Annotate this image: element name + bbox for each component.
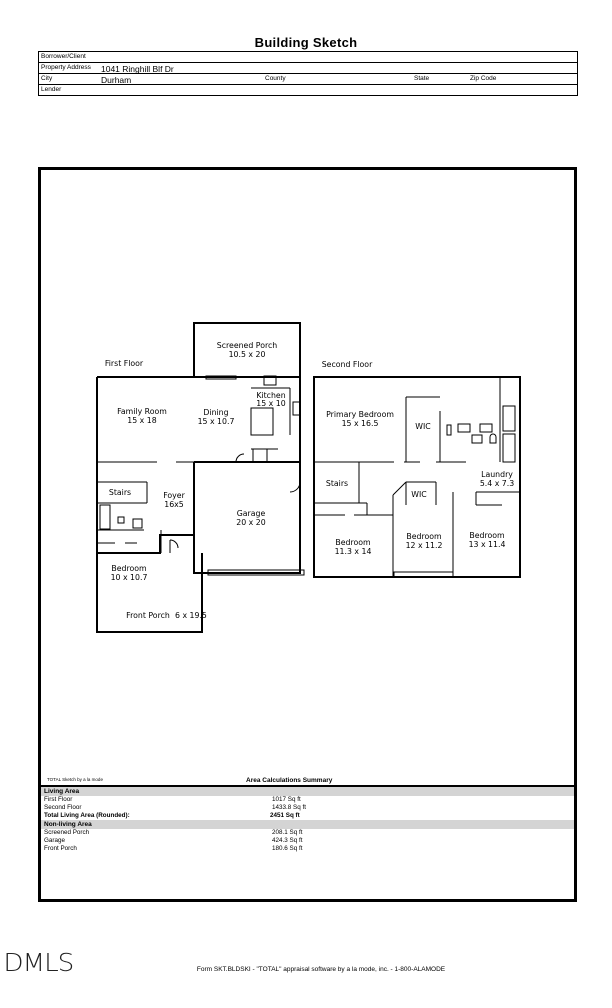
area-summary: Living Area First Floor 1017 Sq ft Second… xyxy=(41,787,574,853)
room-dims: 10 x 10.7 xyxy=(111,573,148,582)
total-value: 2451 Sq ft xyxy=(270,812,300,819)
area-row: Screened Porch 208.1 Sq ft xyxy=(41,829,574,837)
area-row: Second Floor 1433.8 Sq ft xyxy=(41,804,574,812)
zip-label: Zip Code xyxy=(470,75,497,82)
address-row: Property Address 1041 Ringhill Blf Dr xyxy=(39,63,577,74)
room-garage: Garage xyxy=(237,509,266,518)
document-title: Building Sketch xyxy=(254,35,358,50)
room-wic-1: WIC xyxy=(415,422,431,431)
form-footer: Form SKT.BLDSKI - "TOTAL" appraisal soft… xyxy=(196,966,446,973)
area-value: 208.1 Sq ft xyxy=(272,829,303,836)
state-label: State xyxy=(414,75,430,82)
borrower-label: Borrower/Client xyxy=(41,53,86,60)
lender-row: Lender xyxy=(39,85,577,95)
room-stairs-1: Stairs xyxy=(109,488,131,497)
area-label: First Floor xyxy=(44,796,73,803)
room-bedroom-1: Bedroom xyxy=(111,564,146,573)
room-dims: 15 x 16.5 xyxy=(342,419,379,428)
room-bedroom-2: Bedroom xyxy=(335,538,370,547)
room-dims: 10.5 x 20 xyxy=(229,350,266,359)
area-summary-header: TOTAL Sketch by a la mode Area Calculati… xyxy=(41,776,574,787)
room-dining: Dining xyxy=(203,408,228,417)
room-dims: 16x5 xyxy=(164,500,184,509)
room-laundry: Laundry xyxy=(481,470,513,479)
room-family: Family Room xyxy=(117,407,167,416)
room-dims: 13 x 11.4 xyxy=(469,540,506,549)
room-screened-porch: Screened Porch xyxy=(217,341,278,350)
front-porch-dims: 6 x 19.5 xyxy=(175,611,207,620)
area-label: Screened Porch xyxy=(44,829,90,836)
room-front-porch: Front Porch xyxy=(126,611,170,620)
area-row: Garage 424.3 Sq ft xyxy=(41,837,574,845)
first-floor-label: First Floor xyxy=(105,359,144,368)
area-row: First Floor 1017 Sq ft xyxy=(41,796,574,804)
area-label: Garage xyxy=(44,837,66,844)
room-dims: 15 x 18 xyxy=(127,416,156,425)
room-primary-bedroom: Primary Bedroom xyxy=(326,410,394,419)
borrower-row: Borrower/Client xyxy=(39,52,577,63)
software-note: TOTAL Sketch by a la mode xyxy=(47,777,103,782)
room-dims: 15 x 10.7 xyxy=(198,417,235,426)
city-value: Durham xyxy=(101,75,132,85)
second-floor-label: Second Floor xyxy=(322,360,373,369)
address-value: 1041 Ringhill Blf Dr xyxy=(101,64,174,74)
address-label: Property Address xyxy=(41,64,91,71)
area-label: Front Porch xyxy=(44,845,77,852)
room-wic-2: WIC xyxy=(411,490,427,499)
area-row: Front Porch 180.6 Sq ft xyxy=(41,845,574,853)
area-label: Second Floor xyxy=(44,804,82,811)
room-dims: 5.4 x 7.3 xyxy=(480,479,514,488)
room-stairs-2: Stairs xyxy=(326,479,348,488)
property-header-table: Borrower/Client Property Address 1041 Ri… xyxy=(38,51,578,96)
area-summary-title: Area Calculations Summary xyxy=(246,777,333,784)
room-dims: 20 x 20 xyxy=(236,518,265,527)
living-area-header: Living Area xyxy=(41,787,574,796)
room-bedroom-4: Bedroom xyxy=(469,531,504,540)
room-dims: 15 x 10 xyxy=(256,399,285,408)
room-dims: 11.3 x 14 xyxy=(335,547,372,556)
sketch-frame xyxy=(38,167,577,902)
city-label: City xyxy=(41,75,53,82)
city-row: City Durham County State Zip Code xyxy=(39,74,577,85)
room-dims: 12 x 11.2 xyxy=(406,541,443,550)
county-label: County xyxy=(265,75,286,82)
total-label: Total Living Area (Rounded): xyxy=(44,812,130,819)
nonliving-area-header: Non-living Area xyxy=(41,820,574,829)
total-row: Total Living Area (Rounded): 2451 Sq ft xyxy=(41,812,574,820)
room-bedroom-3: Bedroom xyxy=(406,532,441,541)
area-value: 424.3 Sq ft xyxy=(272,837,303,844)
area-value: 1433.8 Sq ft xyxy=(272,804,306,811)
lender-label: Lender xyxy=(41,86,62,93)
room-foyer: Foyer xyxy=(163,491,185,500)
dmls-logo: DMLS xyxy=(3,948,74,977)
area-value: 180.6 Sq ft xyxy=(272,845,303,852)
room-kitchen: Kitchen xyxy=(256,391,285,400)
area-value: 1017 Sq ft xyxy=(272,796,301,803)
